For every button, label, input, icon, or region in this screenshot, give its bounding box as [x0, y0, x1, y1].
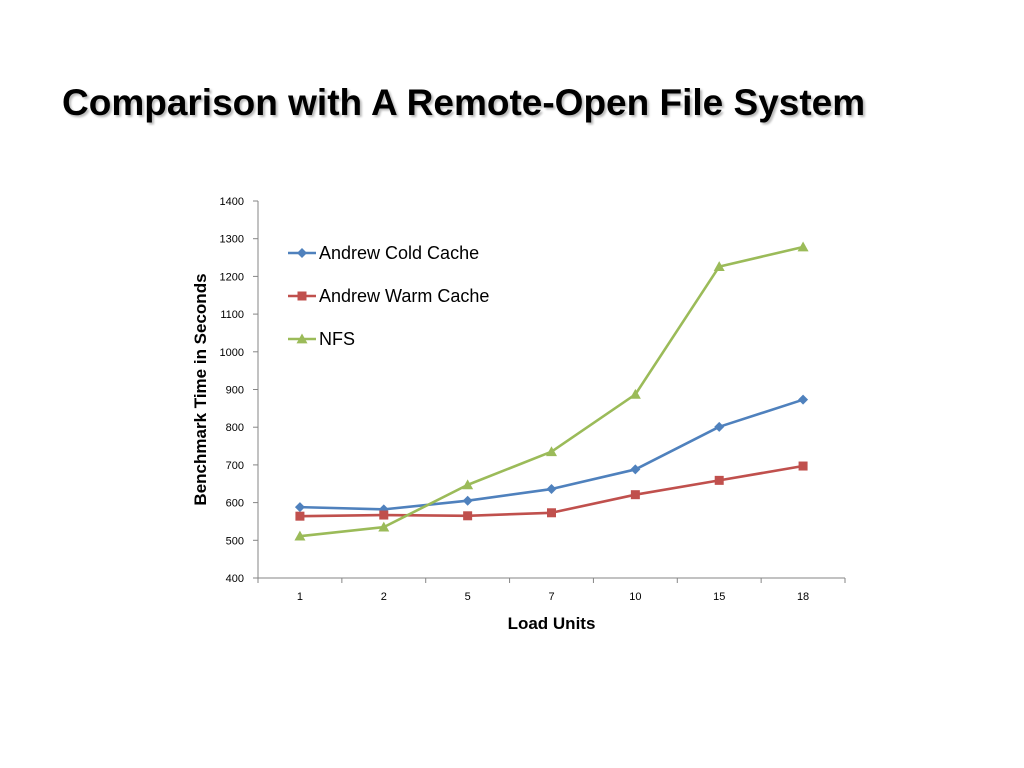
- data-point-andrew-warm-cache: [295, 511, 305, 521]
- chart-series: [294, 241, 809, 541]
- data-point-nfs: [546, 446, 557, 457]
- y-tick-label: 600: [226, 498, 244, 510]
- data-point-nfs: [797, 241, 809, 252]
- x-tick-label: 1: [297, 591, 303, 603]
- x-tick-label: 7: [548, 591, 554, 603]
- data-point-andrew-warm-cache: [798, 461, 808, 471]
- data-point-andrew-cold-cache: [462, 495, 473, 506]
- data-point-nfs: [462, 479, 474, 490]
- legend-item-andrew-cold-cache: Andrew Cold Cache: [288, 243, 479, 263]
- legend-item-andrew-warm-cache: Andrew Warm Cache: [288, 286, 489, 306]
- x-tick-label: 2: [381, 591, 387, 603]
- legend-item-nfs: NFS: [288, 329, 355, 349]
- x-tick-label: 5: [465, 591, 471, 603]
- legend-label-andrew-warm-cache: Andrew Warm Cache: [319, 286, 489, 306]
- y-tick-label: 900: [226, 385, 244, 397]
- series-andrew-warm-cache: [295, 461, 808, 521]
- data-point-nfs: [713, 261, 725, 271]
- y-tick-label: 800: [226, 422, 244, 434]
- legend-label-nfs: NFS: [319, 329, 355, 349]
- slide-title: Comparison with A Remote-Open File Syste…: [62, 82, 866, 123]
- y-tick-label: 500: [226, 535, 244, 547]
- legend-label-andrew-cold-cache: Andrew Cold Cache: [319, 243, 479, 263]
- x-tick-label: 18: [797, 591, 809, 603]
- y-tick-label: 700: [226, 460, 244, 472]
- data-point-nfs: [378, 521, 390, 532]
- x-tick-label: 10: [629, 591, 641, 603]
- x-tick-label: 15: [713, 591, 725, 603]
- data-point-andrew-cold-cache: [714, 421, 725, 432]
- legend-marker-andrew-warm-cache: [297, 291, 307, 301]
- data-point-andrew-warm-cache: [714, 475, 724, 485]
- legend-marker-nfs: [296, 333, 308, 344]
- data-point-andrew-cold-cache: [630, 464, 641, 475]
- chart-axes: [253, 200, 846, 583]
- data-point-andrew-cold-cache: [798, 394, 809, 405]
- y-tick-label: 400: [226, 573, 244, 585]
- y-tick-label: 1300: [220, 234, 244, 246]
- data-point-nfs: [629, 388, 641, 399]
- y-axis-title: Benchmark Time in Seconds: [191, 273, 210, 505]
- x-axis-title: Load Units: [508, 614, 596, 633]
- y-tick-label: 1200: [220, 271, 244, 283]
- legend-marker-andrew-cold-cache: [297, 248, 307, 258]
- data-point-andrew-warm-cache: [547, 508, 556, 518]
- data-point-andrew-warm-cache: [630, 490, 640, 500]
- series-andrew-cold-cache: [294, 394, 809, 515]
- data-point-nfs: [294, 530, 306, 541]
- y-tick-label: 1100: [220, 309, 244, 321]
- series-nfs: [294, 241, 809, 541]
- data-point-andrew-warm-cache: [463, 511, 473, 521]
- y-tick-label: 1400: [220, 196, 244, 208]
- data-point-andrew-warm-cache: [379, 510, 389, 520]
- data-point-andrew-cold-cache: [546, 484, 557, 495]
- chart-tick-labels: 400 500 600 700 800 900 1000 1100 1200 1300 1400 1 2…: [220, 196, 810, 603]
- data-point-andrew-cold-cache: [294, 502, 305, 513]
- y-tick-label: 1000: [220, 347, 244, 359]
